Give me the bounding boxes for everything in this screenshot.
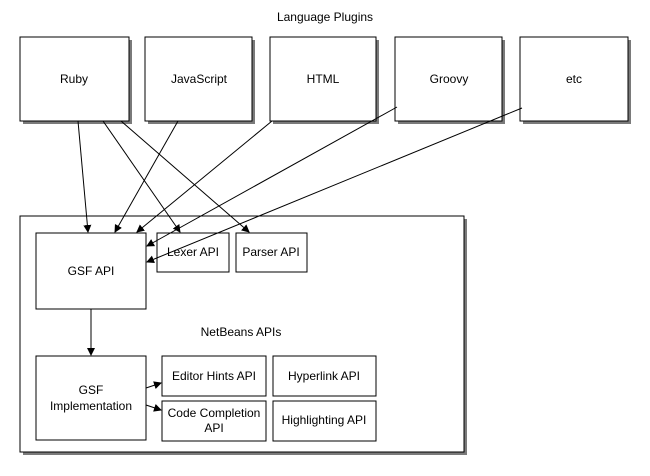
highlighting-api-box: Highlighting API — [272, 400, 377, 442]
hyperlink-api-box: Hyperlink API — [272, 355, 377, 397]
arrow-html-to-gsf-api — [136, 120, 273, 233]
parser-api-label: Parser API — [242, 245, 299, 259]
arrow-ruby-to-lexer-api — [102, 120, 181, 233]
lexer-api-box: Lexer API — [156, 232, 230, 273]
code-completion-api-label-line1: Code Completion — [168, 406, 261, 420]
lexer-api-label: Lexer API — [167, 245, 219, 259]
gsf-api-box: GSF API — [35, 232, 147, 310]
editor-hints-api-label: Editor Hints API — [172, 369, 256, 383]
code-completion-api-box: Code Completion API — [161, 400, 267, 442]
gsf-implementation-box: GSF Implementation — [35, 355, 147, 441]
gsf-implementation-label-line2: Implementation — [50, 399, 132, 413]
arrow-etc-to-gsf-api — [146, 107, 523, 264]
plugin-label-javascript: JavaScript — [171, 72, 228, 86]
arrow-javascript-to-gsf-api — [114, 120, 179, 233]
code-completion-api-label-line2: API — [204, 421, 223, 435]
arrow-implementation-to-editor-hints — [145, 381, 162, 390]
arrow-ruby-to-gsf-api — [77, 120, 92, 233]
language-plugins-title: Language Plugins — [277, 10, 373, 24]
gsf-implementation-label-line1: GSF — [79, 383, 104, 397]
plugin-label-ruby: Ruby — [60, 72, 88, 86]
plugin-label-html: HTML — [307, 72, 340, 86]
arrow-groovy-to-gsf-api — [146, 106, 398, 247]
gsf-api-label: GSF API — [68, 264, 115, 278]
plugin-box-javascript: JavaScript — [144, 36, 255, 124]
highlighting-api-label: Highlighting API — [282, 413, 367, 427]
arrow-implementation-to-code-completion — [145, 403, 162, 412]
plugin-label-etc: etc — [566, 72, 582, 86]
netbeans-apis-title: NetBeans APIs — [201, 325, 282, 339]
plugin-label-groovy: Groovy — [430, 72, 469, 86]
plugin-box-groovy: Groovy — [394, 36, 505, 124]
editor-hints-api-box: Editor Hints API — [161, 355, 267, 397]
parser-api-box: Parser API — [235, 232, 308, 273]
arrow-ruby-to-parser-api — [120, 120, 250, 233]
plugin-box-ruby: Ruby — [19, 36, 132, 124]
hyperlink-api-label: Hyperlink API — [288, 369, 360, 383]
plugin-box-etc: etc — [519, 36, 631, 124]
plugin-box-html: HTML — [269, 36, 379, 124]
